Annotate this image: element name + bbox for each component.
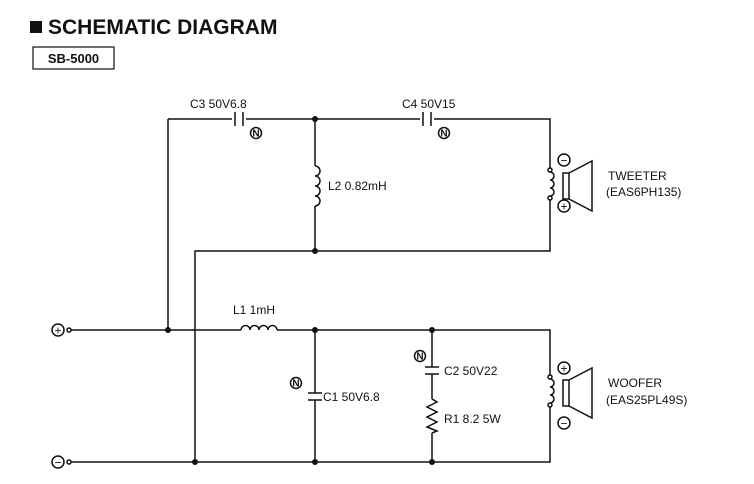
- c2-nonpolar-letter: N: [416, 352, 423, 363]
- c4-plates: [422, 112, 432, 126]
- c4-nonpolar-letter: N: [440, 129, 447, 140]
- tweeter-plus-mark: [557, 199, 571, 213]
- junction-dot: [429, 327, 435, 333]
- c1-plates: [308, 392, 322, 401]
- junction-dot: [165, 327, 171, 333]
- page-title: SCHEMATIC DIAGRAM: [48, 16, 277, 39]
- c2-label: C2 50V22: [444, 364, 498, 378]
- woofer-plus-sign: +: [560, 362, 567, 376]
- junction-dot: [312, 116, 318, 122]
- plus-terminal-symbol: [51, 323, 65, 337]
- r1-label: R1 8.2 5W: [444, 412, 501, 426]
- title-bullet: [30, 21, 42, 33]
- woofer-magnet: [562, 379, 570, 407]
- tweeter-plus-sign: +: [560, 200, 567, 214]
- capacitor-c3: C3 50V6.8 N: [190, 97, 263, 140]
- minus-terminal-symbol: [51, 455, 65, 469]
- c2-plates: [425, 366, 439, 375]
- tweeter-speaker: − + TWEETER (EAS6PH135): [547, 153, 681, 214]
- tweeter-magnet: [562, 172, 570, 200]
- tweeter-minus-sign: −: [560, 154, 567, 168]
- c2-nonpolar-mark: [413, 349, 427, 363]
- woofer-part-number: (EAS25PL49S): [606, 393, 687, 407]
- wire-woofer-return: [71, 423, 551, 463]
- inductor-l2: L2 0.82mH: [314, 165, 387, 207]
- junctions: [165, 116, 435, 465]
- capacitor-c2: C2 50V22 N: [413, 349, 498, 378]
- junction-dot: [192, 459, 198, 465]
- woofer-speaker: + − WOOFER (EAS25PL49S): [547, 361, 687, 431]
- c3-nonpolar-letter: N: [252, 129, 259, 140]
- wire-l1-right: [277, 329, 551, 365]
- c1-nonpolar-mark: [289, 376, 303, 390]
- minus-terminal-post: [66, 459, 72, 465]
- tweeter-terminal-bottom: [547, 195, 553, 201]
- model-number: SB-5000: [48, 51, 99, 66]
- tweeter-name: TWEETER: [608, 169, 667, 183]
- junction-dot: [312, 248, 318, 254]
- woofer-voice-coil: [549, 378, 555, 404]
- l2-label: L2 0.82mH: [328, 179, 387, 193]
- wire-tweeter-return: [194, 212, 551, 462]
- model-box: [32, 46, 115, 70]
- plus-terminal-sign: +: [54, 324, 61, 338]
- minus-terminal: −: [51, 455, 72, 470]
- plus-terminal-post: [66, 327, 72, 333]
- tweeter-part-number: (EAS6PH135): [606, 185, 681, 199]
- plus-terminal: +: [51, 323, 72, 338]
- wire-top-right: [434, 118, 551, 158]
- tweeter-minus-mark: [557, 153, 571, 167]
- woofer-cone: [568, 366, 593, 420]
- minus-terminal-sign: −: [54, 456, 61, 470]
- resistor-r1: R1 8.2 5W: [425, 398, 501, 434]
- tweeter-cone: [568, 159, 593, 213]
- c3-label: C3 50V6.8: [190, 97, 247, 111]
- c1-label: C1 50V6.8: [323, 390, 380, 404]
- junction-dot: [429, 459, 435, 465]
- c3-plates: [234, 112, 244, 126]
- capacitor-c1: C1 50V6.8 N: [289, 376, 380, 404]
- junction-dot: [312, 327, 318, 333]
- c3-nonpolar-mark: [249, 126, 263, 140]
- r1-zigzag: [425, 398, 440, 434]
- woofer-minus-mark: [557, 416, 571, 430]
- l1-label: L1 1mH: [233, 303, 275, 317]
- woofer-terminal-bottom: [547, 402, 553, 408]
- c4-label: C4 50V15: [402, 97, 456, 111]
- c4-nonpolar-mark: [437, 126, 451, 140]
- woofer-name: WOOFER: [608, 376, 662, 390]
- woofer-plus-mark: [557, 361, 571, 375]
- c1-nonpolar-letter: N: [292, 379, 299, 390]
- l1-coil: [240, 324, 278, 331]
- capacitor-c4: C4 50V15 N: [402, 97, 456, 140]
- l2-coil: [314, 165, 321, 207]
- junction-dot: [312, 459, 318, 465]
- woofer-minus-sign: −: [560, 417, 567, 431]
- tweeter-voice-coil: [549, 171, 555, 197]
- wires: [71, 118, 551, 463]
- inductor-l1: L1 1mH: [233, 303, 278, 331]
